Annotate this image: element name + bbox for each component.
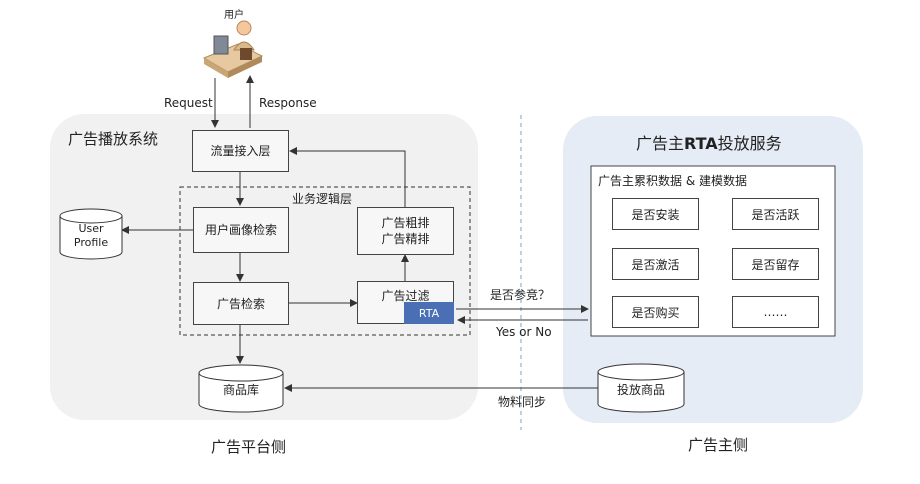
ad-products-label: 投放商品 [616, 383, 665, 397]
traffic-layer-box: 流量接入层 [192, 130, 289, 172]
user-at-desk-icon [202, 20, 264, 78]
check-installed: 是否安装 [612, 198, 699, 230]
user-profile-line1: User [78, 222, 104, 235]
platform-caption: 广告平台侧 [211, 438, 287, 456]
check-more: …… [732, 296, 819, 328]
user-profile-cylinder [59, 208, 123, 260]
advertiser-title-prefix: 广告主 [636, 134, 685, 153]
ad-ranking-box: 广告粗排 广告精排 [357, 207, 454, 255]
user-label: 用户 [224, 10, 244, 21]
product-db-cylinder [198, 364, 284, 413]
ad-products-cylinder [597, 363, 685, 413]
advertiser-caption: 广告主侧 [688, 436, 749, 454]
rta-tag: RTA [404, 302, 454, 324]
participate-label: 是否参竞？ [490, 288, 551, 302]
ad-ranking-line2: 广告精排 [381, 232, 430, 246]
check-retained: 是否留存 [732, 248, 819, 280]
sync-label: 物料同步 [498, 395, 547, 409]
business-layer-frame [179, 186, 471, 336]
business-layer-label: 业务逻辑层 [292, 192, 353, 206]
user-profile-search-box: 用户画像检索 [193, 207, 289, 253]
response-label: Response [259, 96, 317, 110]
check-activated: 是否激活 [612, 248, 699, 280]
advertiser-title-bold: RTA [684, 134, 718, 153]
user-profile-line2: Profile [73, 236, 109, 249]
advertiser-title: 广告主RTA投放服务 [636, 130, 782, 154]
check-active: 是否活跃 [732, 198, 819, 230]
ad-filter-label: 广告过滤 [381, 289, 430, 303]
check-purchased: 是否购买 [612, 296, 699, 328]
ad-ranking-line1: 广告粗排 [381, 216, 430, 230]
yes-no-label: Yes or No [496, 325, 552, 339]
request-label: Request [164, 96, 213, 110]
advertiser-data-title: 广告主累积数据 & 建模数据 [598, 174, 747, 188]
platform-title: 广告播放系统 [68, 130, 159, 148]
user-profile-label: User Profile [60, 222, 122, 250]
ad-search-box: 广告检索 [193, 282, 289, 325]
product-db-label: 商品库 [222, 383, 259, 397]
advertiser-title-suffix: 投放服务 [717, 134, 782, 153]
